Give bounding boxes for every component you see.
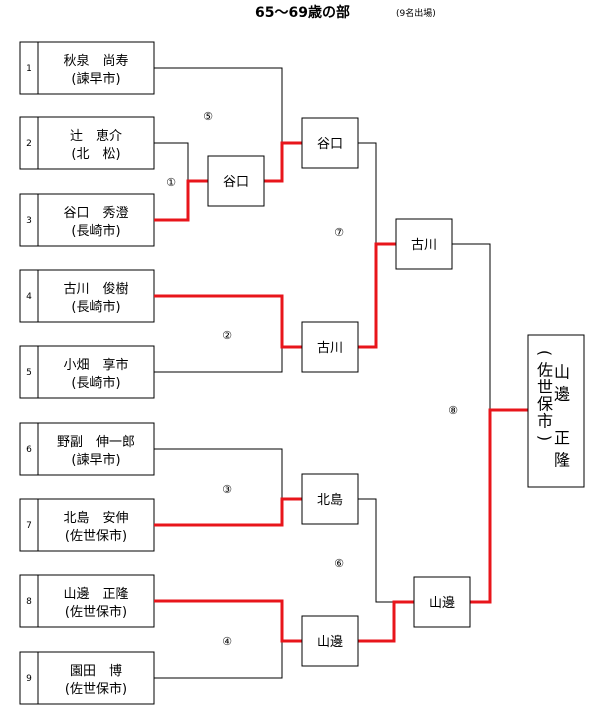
player-name: 辻 恵介 [70, 129, 122, 144]
champion-char: 保 [537, 395, 553, 414]
match-number-8: ⑧ [448, 404, 458, 417]
player-box-7: 7 北島 安伸 (佐世保市) [19, 498, 155, 552]
match-number-5: ⑤ [203, 110, 213, 123]
winner-box-match-6: 山邊 [413, 576, 471, 628]
player-affiliation: (佐世保市) [65, 528, 127, 544]
winner-box-match-2: 古川 [301, 321, 359, 373]
winner-name: 山邊 [317, 635, 343, 650]
winner-name: 北島 [317, 493, 343, 508]
match-number-1: ① [166, 176, 176, 189]
player-name: 小畑 享市 [63, 357, 128, 373]
player-affiliation: (北 松) [71, 147, 120, 162]
winner-box-match-5: 谷口 [301, 117, 359, 169]
champion-char: 隆 [554, 451, 570, 470]
player-name: 北島 安伸 [63, 511, 128, 526]
champion-char: 山 [554, 363, 570, 382]
match-number-7: ⑦ [334, 226, 344, 239]
champion-char: 正 [554, 429, 570, 448]
champion-char: 世 [537, 378, 553, 397]
match-number-4: ④ [222, 635, 232, 648]
winner-name: 谷口 [223, 175, 249, 190]
champion-char: 佐 [537, 361, 553, 380]
winner-box-match-3: 北島 [301, 473, 359, 525]
winner-box-match-4: 山邊 [301, 615, 359, 667]
match-number-3: ③ [222, 483, 232, 496]
player-affiliation: (佐世保市) [65, 604, 127, 620]
player-affiliation: (諫早市) [71, 71, 120, 87]
player-slot-number: 7 [26, 521, 32, 531]
winner-name: 谷口 [317, 137, 343, 152]
player-slot-number: 9 [26, 674, 32, 684]
player-affiliation: (長崎市) [71, 375, 120, 391]
player-affiliation: (長崎市) [71, 223, 120, 239]
player-name: 古川 俊樹 [63, 282, 128, 297]
player-box-3: 3 谷口 秀澄 (長崎市) [19, 193, 155, 247]
champion-char: ( [536, 350, 555, 356]
player-slot-number: 8 [26, 597, 32, 607]
player-name: 山邊 正隆 [63, 587, 128, 602]
player-affiliation: (諫早市) [71, 452, 120, 468]
winner-name: 古川 [411, 238, 437, 253]
winner-name: 古川 [317, 341, 343, 356]
champion-char: ) [536, 435, 555, 441]
player-name: 秋泉 尚寿 [63, 53, 128, 69]
player-box-4: 4 古川 俊樹 (長崎市) [19, 269, 155, 323]
player-box-2: 2 辻 恵介 (北 松) [19, 116, 155, 170]
player-slot-number: 4 [26, 292, 32, 302]
match-number-2: ② [222, 329, 232, 342]
champion-affiliation: ( 佐世保市) [536, 350, 555, 441]
participant-count: (9名出場) [396, 9, 436, 19]
match-number-6: ⑥ [334, 557, 344, 570]
player-box-8: 8 山邊 正隆 (佐世保市) [19, 574, 155, 628]
player-slot-number: 2 [26, 139, 32, 149]
player-box-9: 9 園田 博 (佐世保市) [19, 651, 155, 705]
player-name: 谷口 秀澄 [63, 206, 128, 221]
player-slot-number: 3 [26, 216, 32, 226]
player-box-1: 1 秋泉 尚寿 (諫早市) [19, 41, 155, 95]
winner-lines [154, 141, 528, 643]
player-slot-number: 1 [26, 64, 32, 74]
winner-box-match-7: 古川 [395, 218, 453, 270]
winner-name: 山邊 [429, 596, 455, 611]
player-affiliation: (長崎市) [71, 299, 120, 315]
winner-box-match-1: 谷口 [207, 155, 265, 207]
division-title: 65～69歳の部 [255, 5, 350, 21]
champion-char: 邊 [554, 385, 570, 404]
champion-char: 市 [537, 412, 553, 431]
bracket-title: 65～69歳の部 (9名出場) [255, 2, 455, 22]
player-name: 園田 博 [70, 664, 122, 679]
player-slot-number: 5 [26, 368, 32, 378]
player-name: 野副 伸一郎 [57, 435, 135, 450]
player-box-5: 5 小畑 享市 (長崎市) [19, 345, 155, 399]
player-box-6: 6 野副 伸一郎 (諫早市) [19, 422, 155, 476]
player-slot-number: 6 [26, 445, 32, 455]
player-affiliation: (佐世保市) [65, 681, 127, 697]
